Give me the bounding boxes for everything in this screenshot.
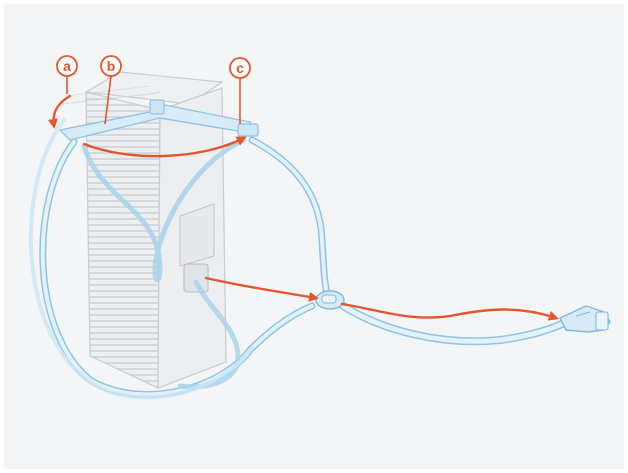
callout-a-label: a bbox=[63, 58, 71, 74]
callout-b: b bbox=[101, 56, 121, 76]
callout-c-label: c bbox=[236, 60, 244, 76]
callout-b-label: b bbox=[107, 58, 116, 74]
callout-c: c bbox=[230, 58, 250, 78]
callout-a: a bbox=[57, 56, 77, 76]
charging-connector-icon bbox=[560, 306, 610, 332]
pull-arrow-connector bbox=[342, 304, 556, 318]
cable-splitter-icon bbox=[316, 291, 344, 309]
